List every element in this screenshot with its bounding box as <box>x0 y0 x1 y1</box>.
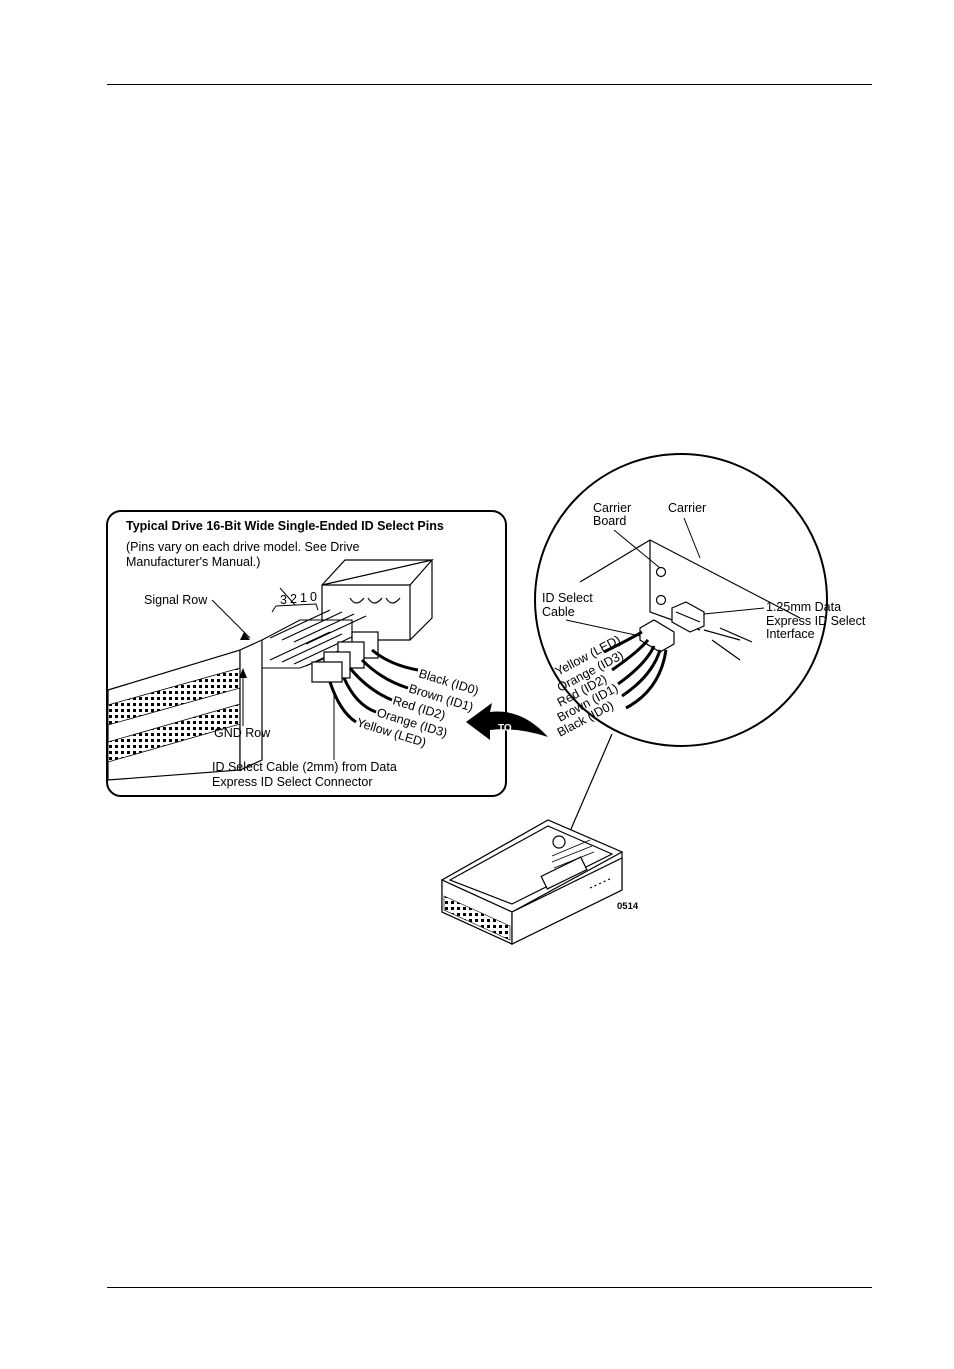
carrier-board-label-line1: Carrier <box>593 501 631 515</box>
cable-caption-line2: Express ID Select Connector <box>212 775 373 789</box>
pin-number-0: 0 <box>310 590 317 604</box>
id-cable-label-line1: ID Select <box>542 591 593 605</box>
pin-number-3: 3 <box>280 593 287 607</box>
magnify-leader <box>567 733 613 837</box>
circle-wires <box>603 630 668 710</box>
footer-rule <box>107 1287 872 1288</box>
interface-label-line1: 1.25mm Data <box>766 600 841 614</box>
inset-note-line1: (Pins vary on each drive model. See Driv… <box>126 540 359 554</box>
to-arrow-label: TO <box>498 723 512 734</box>
jumper-caps <box>311 631 379 683</box>
pin-number-bracket <box>271 603 319 613</box>
cable-plug <box>639 619 675 653</box>
interface-label-line2: Express ID Select <box>766 614 866 628</box>
to-arrow: TO <box>466 703 548 740</box>
figure-number: 0514 <box>617 901 639 912</box>
carrier-board-label-line2: Board <box>593 514 626 528</box>
pin-number-1: 1 <box>300 591 307 605</box>
inset-panel <box>106 510 507 797</box>
drive-connector-body <box>107 639 263 781</box>
id-cable-label-line2: Cable <box>542 605 575 619</box>
interface-connector <box>671 601 705 633</box>
inset-title: Typical Drive 16-Bit Wide Single-Ended I… <box>126 519 444 533</box>
carrier-label: Carrier <box>668 501 706 515</box>
cable-caption-line1: ID Select Cable (2mm) from Data <box>212 760 397 774</box>
inset-note-line2: Manufacturer's Manual.) <box>126 555 260 569</box>
magnified-circle <box>534 453 828 747</box>
inset-wires <box>328 648 419 724</box>
pin-number-2: 2 <box>290 592 297 606</box>
drive-carrier <box>440 819 624 945</box>
signal-row-label: Signal Row <box>144 593 208 607</box>
interface-label-line3: Interface <box>766 627 815 641</box>
header-rule <box>107 84 872 85</box>
gnd-row-label: GND Row <box>214 726 271 740</box>
